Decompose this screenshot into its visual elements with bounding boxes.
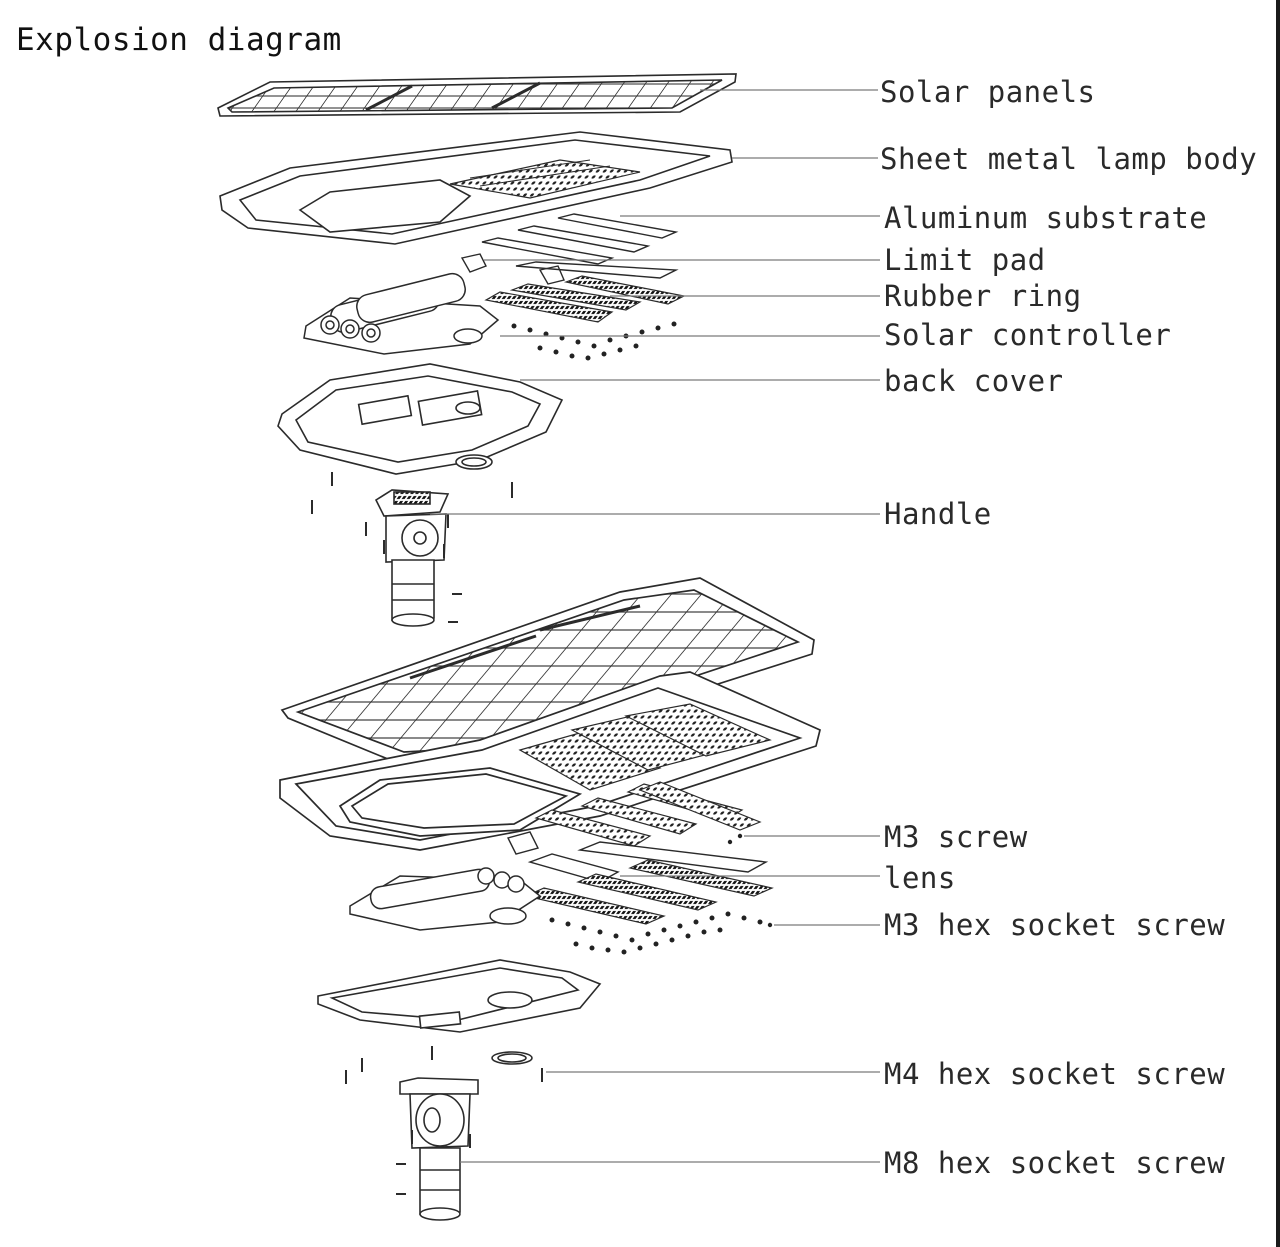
upper-back-cover <box>277 363 564 475</box>
lower-rubber-rings <box>524 859 774 925</box>
label-aluminum-substrate: Aluminum substrate <box>884 201 1208 235</box>
label-solar-controller: Solar controller <box>884 318 1172 352</box>
leader-lines <box>430 89 880 1163</box>
upper-handle-screws <box>311 472 513 623</box>
lower-back-cover <box>317 959 602 1065</box>
lower-solar-controller <box>349 867 542 931</box>
lower-lamp-body <box>279 671 821 851</box>
label-rubber-ring: Rubber ring <box>884 279 1082 313</box>
label-limit-pad: Limit pad <box>884 243 1046 277</box>
label-solar-panels: Solar panels <box>880 75 1096 109</box>
upper-aluminum-substrate <box>481 213 679 265</box>
upper-lamp-body <box>219 131 733 245</box>
upper-rubber-rings <box>484 275 686 323</box>
lower-handle-screws <box>345 1046 543 1195</box>
lower-solar-panels <box>280 577 815 765</box>
upper-screw-array <box>511 321 677 361</box>
label-m4-hex-socket-screw: M4 hex socket screw <box>884 1057 1226 1091</box>
lower-screw-array <box>549 833 773 955</box>
upper-solar-controller <box>303 272 500 355</box>
upper-solar-panels <box>217 73 737 117</box>
right-border-edge <box>1276 0 1280 1247</box>
label-back-cover: back cover <box>884 364 1064 398</box>
upper-limit-pads <box>460 253 679 285</box>
label-lens: lens <box>884 861 956 895</box>
label-m3-screw: M3 screw <box>884 820 1028 854</box>
label-handle: Handle <box>884 497 992 531</box>
lower-handle <box>399 1077 479 1221</box>
label-m3-hex-socket-screw: M3 hex socket screw <box>884 908 1226 942</box>
lower-lens-rows <box>534 781 762 847</box>
label-sheet-metal-lamp-body: Sheet metal lamp body <box>880 142 1258 176</box>
upper-handle <box>374 489 450 627</box>
diagram-title: Explosion diagram <box>16 22 342 58</box>
label-m8-hex-socket-screw: M8 hex socket screw <box>884 1146 1226 1180</box>
